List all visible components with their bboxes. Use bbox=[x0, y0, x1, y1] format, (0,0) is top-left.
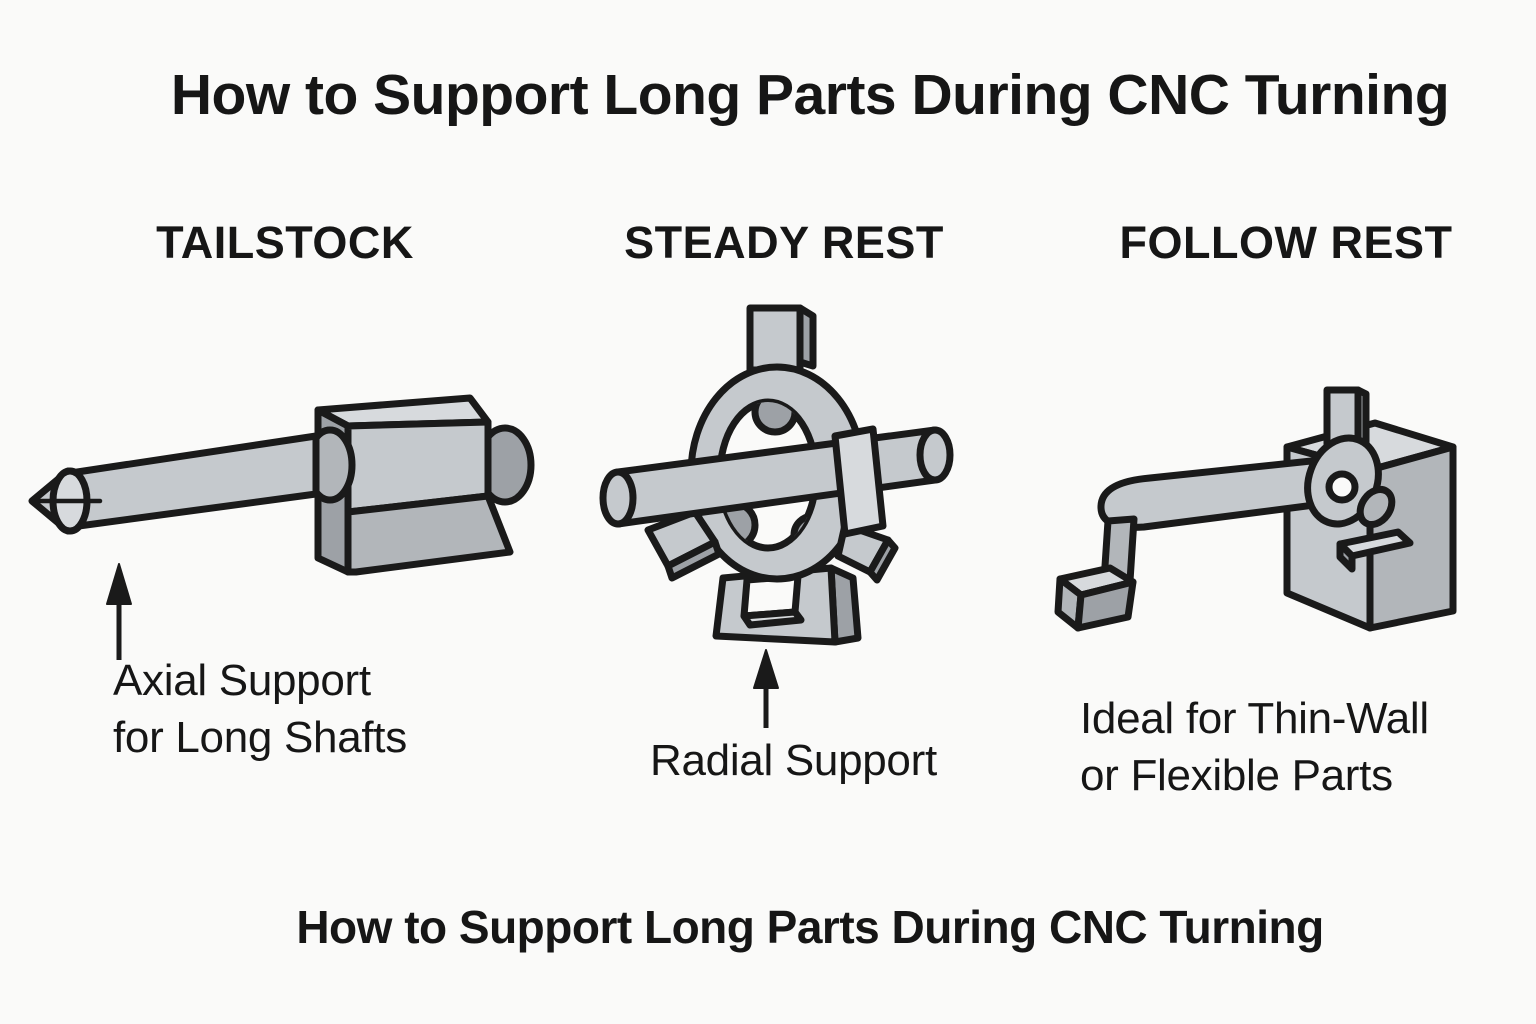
contact-pad bbox=[1054, 564, 1137, 632]
up-arrow-icon bbox=[753, 649, 779, 728]
shaft-body bbox=[614, 426, 939, 528]
pad-front-face bbox=[1074, 578, 1137, 632]
post-side bbox=[796, 304, 817, 370]
workpiece-shaft bbox=[28, 432, 320, 535]
section-header-steady-rest: STEADY REST bbox=[624, 217, 944, 268]
page-title: How to Support Long Parts During CNC Tur… bbox=[170, 63, 1450, 127]
base-foot bbox=[712, 564, 862, 646]
caption-tailstock: Axial Support for Long Shafts bbox=[113, 652, 407, 766]
arrow-head bbox=[753, 649, 779, 689]
caption-line: or Flexible Parts bbox=[1080, 751, 1393, 800]
front-clamp-limb bbox=[831, 425, 887, 538]
arrow-head bbox=[106, 563, 132, 605]
notch-wall bbox=[1336, 540, 1356, 573]
caption-follow-rest: Ideal for Thin-Wall or Flexible Parts bbox=[1080, 690, 1429, 804]
lower-right-lug-edge bbox=[866, 536, 899, 584]
body-base-wedge bbox=[344, 492, 514, 576]
footer-title: How to Support Long Parts During CNC Tur… bbox=[296, 901, 1324, 953]
section-header-follow-rest: FOLLOW REST bbox=[1119, 217, 1453, 268]
section-header-tailstock: TAILSTOCK bbox=[156, 217, 414, 268]
tailstock-illustration bbox=[28, 394, 535, 576]
window-shelf bbox=[740, 608, 805, 629]
shaft-right-cap bbox=[916, 426, 954, 484]
lower-left-lug-edge bbox=[664, 538, 723, 582]
shaft-left-cap bbox=[599, 468, 637, 528]
caption-line: Axial Support bbox=[113, 656, 371, 705]
top-clamp-post bbox=[746, 304, 817, 374]
follow-rest-illustration bbox=[1054, 386, 1457, 632]
caption-line: for Long Shafts bbox=[113, 713, 407, 762]
steady-rest-illustration bbox=[599, 304, 954, 646]
caption-line: Ideal for Thin-Wall bbox=[1080, 694, 1429, 743]
caption-steady-rest: Radial Support bbox=[650, 732, 937, 789]
post-front bbox=[746, 304, 804, 374]
ring-lugs bbox=[644, 508, 899, 584]
cam-lobe bbox=[1356, 485, 1396, 529]
caption-line: Radial Support bbox=[650, 736, 937, 785]
shaft-body bbox=[60, 432, 320, 532]
cam-hole bbox=[1325, 470, 1359, 504]
up-arrow-icon bbox=[106, 563, 132, 660]
cam-knob bbox=[1304, 434, 1396, 529]
workpiece-shaft bbox=[599, 426, 954, 528]
